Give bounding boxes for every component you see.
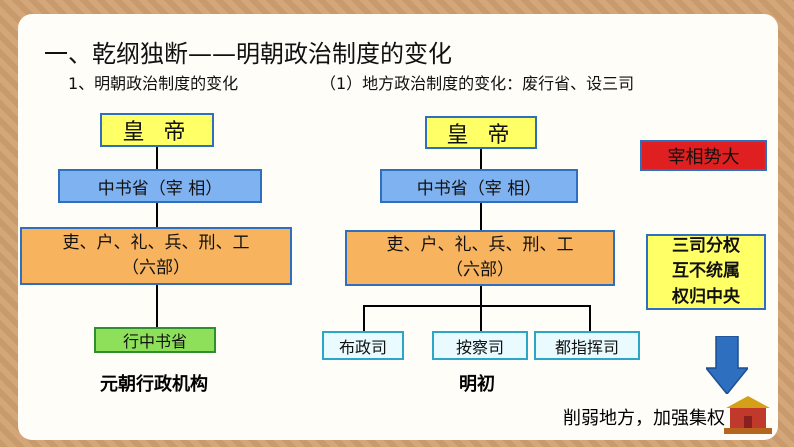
conclusion-text: 削弱地方，加强集权 xyxy=(563,408,725,429)
yuan-six-ministries-box: 吏、户、礼、兵、刑、工 （六部） xyxy=(20,227,292,285)
down-arrow-icon xyxy=(706,336,748,394)
ming-branch-line xyxy=(363,305,591,307)
ming-branch-left xyxy=(363,305,365,331)
subtitle-left: 1、明朝政治制度的变化 xyxy=(68,74,239,93)
sansi-note-line2: 互不统属 xyxy=(672,261,740,282)
ming-sansi-bu-box: 布政司 xyxy=(322,331,404,360)
ming-sansi-du-box: 都指挥司 xyxy=(534,331,640,360)
yuan-emperor-box: 皇 帝 xyxy=(100,113,214,147)
yuan-connector-2 xyxy=(156,203,158,227)
yuan-six-line2: （六部） xyxy=(122,258,190,278)
ming-branch-right xyxy=(589,305,591,331)
ming-connector-1 xyxy=(480,149,482,169)
slide-title: 一、乾纲独断——明朝政治制度的变化 xyxy=(44,40,452,68)
sansi-note-line3: 权归中央 xyxy=(672,286,740,307)
ming-caption: 明初 xyxy=(459,374,495,395)
yuan-zhongshu-box: 中书省（宰 相） xyxy=(58,169,262,203)
subtitle-right: （1）地方政治制度的变化：废行省、设三司 xyxy=(320,74,635,93)
ming-six-ministries-box: 吏、户、礼、兵、刑、工 （六部） xyxy=(345,230,615,286)
ming-emperor-box: 皇 帝 xyxy=(425,116,537,149)
ming-six-line2: （六部） xyxy=(446,260,514,280)
ming-branch-middle xyxy=(480,305,482,331)
yuan-connector-3 xyxy=(156,285,158,327)
ming-six-line1: 吏、户、礼、兵、刑、工 xyxy=(386,234,574,255)
ming-sansi-an-box: 按察司 xyxy=(432,331,528,360)
ming-connector-2 xyxy=(480,203,482,230)
sansi-note-box: 三司分权 互不统属 权归中央 xyxy=(646,234,766,310)
yuan-connector-1 xyxy=(156,147,158,169)
palace-icon xyxy=(724,396,772,434)
ming-connector-3 xyxy=(480,286,482,306)
chancellor-power-box: 宰相势大 xyxy=(640,140,767,171)
ming-zhongshu-box: 中书省（宰 相） xyxy=(380,169,578,203)
yuan-six-line1: 吏、户、礼、兵、刑、工 xyxy=(62,232,250,253)
yuan-xingzhongshu-box: 行中书省 xyxy=(94,327,216,353)
yuan-caption: 元朝行政机构 xyxy=(100,374,208,395)
sansi-note-line1: 三司分权 xyxy=(672,235,740,256)
